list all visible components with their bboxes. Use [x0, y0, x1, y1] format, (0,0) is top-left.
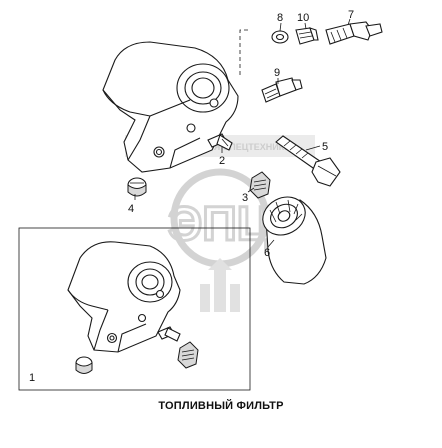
part-6-filter-cartridge: [262, 196, 327, 285]
callout-9: 9: [274, 67, 280, 79]
part-8-washer: [271, 30, 289, 44]
callout-7: 7: [348, 9, 354, 21]
callout-2: 2: [219, 155, 225, 167]
diagram-caption: ТОПЛИВНЫЙ ФИЛЬТР: [158, 400, 284, 412]
watermark-building-icon: [200, 258, 240, 312]
callout-10: 10: [297, 12, 309, 24]
part-3-bushing: [249, 171, 271, 199]
leader-dashed: [239, 29, 248, 78]
part-5-bolt: [275, 135, 341, 187]
callout-4: 4: [128, 203, 134, 215]
callout-5: 5: [322, 141, 328, 153]
part-7-sensor: [325, 21, 383, 45]
part-9-connector: [261, 77, 303, 103]
part-2-fitting: [207, 133, 233, 151]
watermark-band-text: ЗАПЧАСТИ ДЛЯ СПЕЦТЕХНИКИ: [149, 142, 291, 152]
filter-head-assembly: [67, 241, 199, 374]
watermark-logo: ЭПЦ: [168, 198, 272, 251]
part-4-plug: [127, 177, 147, 197]
callout-6: 6: [264, 247, 270, 259]
part-10-adapter: [295, 27, 319, 45]
callout-8: 8: [277, 12, 283, 24]
assembly-inset-frame: [18, 227, 251, 391]
filter-head-upper: [102, 41, 239, 173]
callout-leaders: [134, 18, 351, 248]
callout-1: 1: [29, 372, 35, 384]
callout-3: 3: [242, 192, 248, 204]
